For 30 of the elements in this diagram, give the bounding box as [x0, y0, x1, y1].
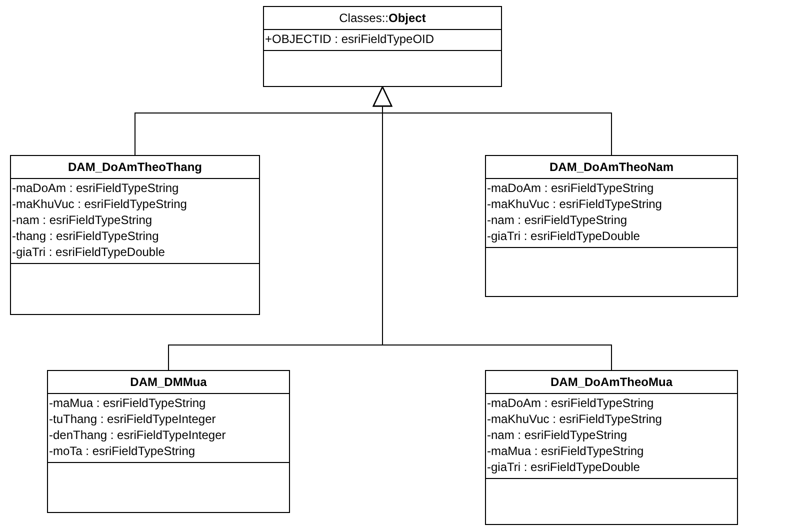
attribute-text: -giaTri : esriFieldTypeDouble	[486, 459, 641, 475]
attribute-text: -denThang : esriFieldTypeInteger	[48, 427, 227, 443]
class-box	[485, 155, 738, 297]
attribute-text: -nam : esriFieldTypeString	[486, 427, 628, 443]
class-name: DAM_DMMua	[48, 371, 289, 394]
attribute-text: -giaTri : esriFieldTypeDouble	[486, 228, 641, 244]
class-box	[263, 6, 502, 87]
class-box	[10, 155, 260, 315]
class-name: DAM_DoAmTheoMua	[486, 371, 737, 394]
attribute-text: -nam : esriFieldTypeString	[11, 212, 154, 228]
attribute-text: -thang : esriFieldTypeString	[11, 228, 160, 244]
attribute-text: -giaTri : esriFieldTypeDouble	[11, 244, 166, 260]
attribute-text: -maMua : esriFieldTypeString	[48, 395, 207, 411]
attribute-text: +OBJECTID : esriFieldTypeOID	[264, 31, 436, 47]
attribute-text: -moTa : esriFieldTypeString	[48, 443, 196, 459]
attribute-text: -maKhuVuc : esriFieldTypeString	[11, 196, 188, 212]
attribute-text: -maMua : esriFieldTypeString	[486, 443, 645, 459]
class-name: DAM_DoAmTheoThang	[11, 156, 259, 179]
class-name: DAM_DoAmTheoNam	[486, 156, 737, 179]
class-box	[47, 370, 290, 513]
generalization-arrow	[372, 86, 612, 370]
attribute-text: -tuThang : esriFieldTypeInteger	[48, 411, 217, 427]
attribute-text: -nam : esriFieldTypeString	[486, 212, 628, 228]
class-box	[485, 370, 738, 525]
attribute-text: -maDoAm : esriFieldTypeString	[486, 395, 655, 411]
attribute-text: -maKhuVuc : esriFieldTypeString	[486, 411, 663, 427]
attribute-text: -maKhuVuc : esriFieldTypeString	[486, 196, 663, 212]
class-name: Classes::Object	[264, 7, 501, 30]
attribute-text: -maDoAm : esriFieldTypeString	[486, 180, 655, 196]
attribute-text: -maDoAm : esriFieldTypeString	[11, 180, 180, 196]
